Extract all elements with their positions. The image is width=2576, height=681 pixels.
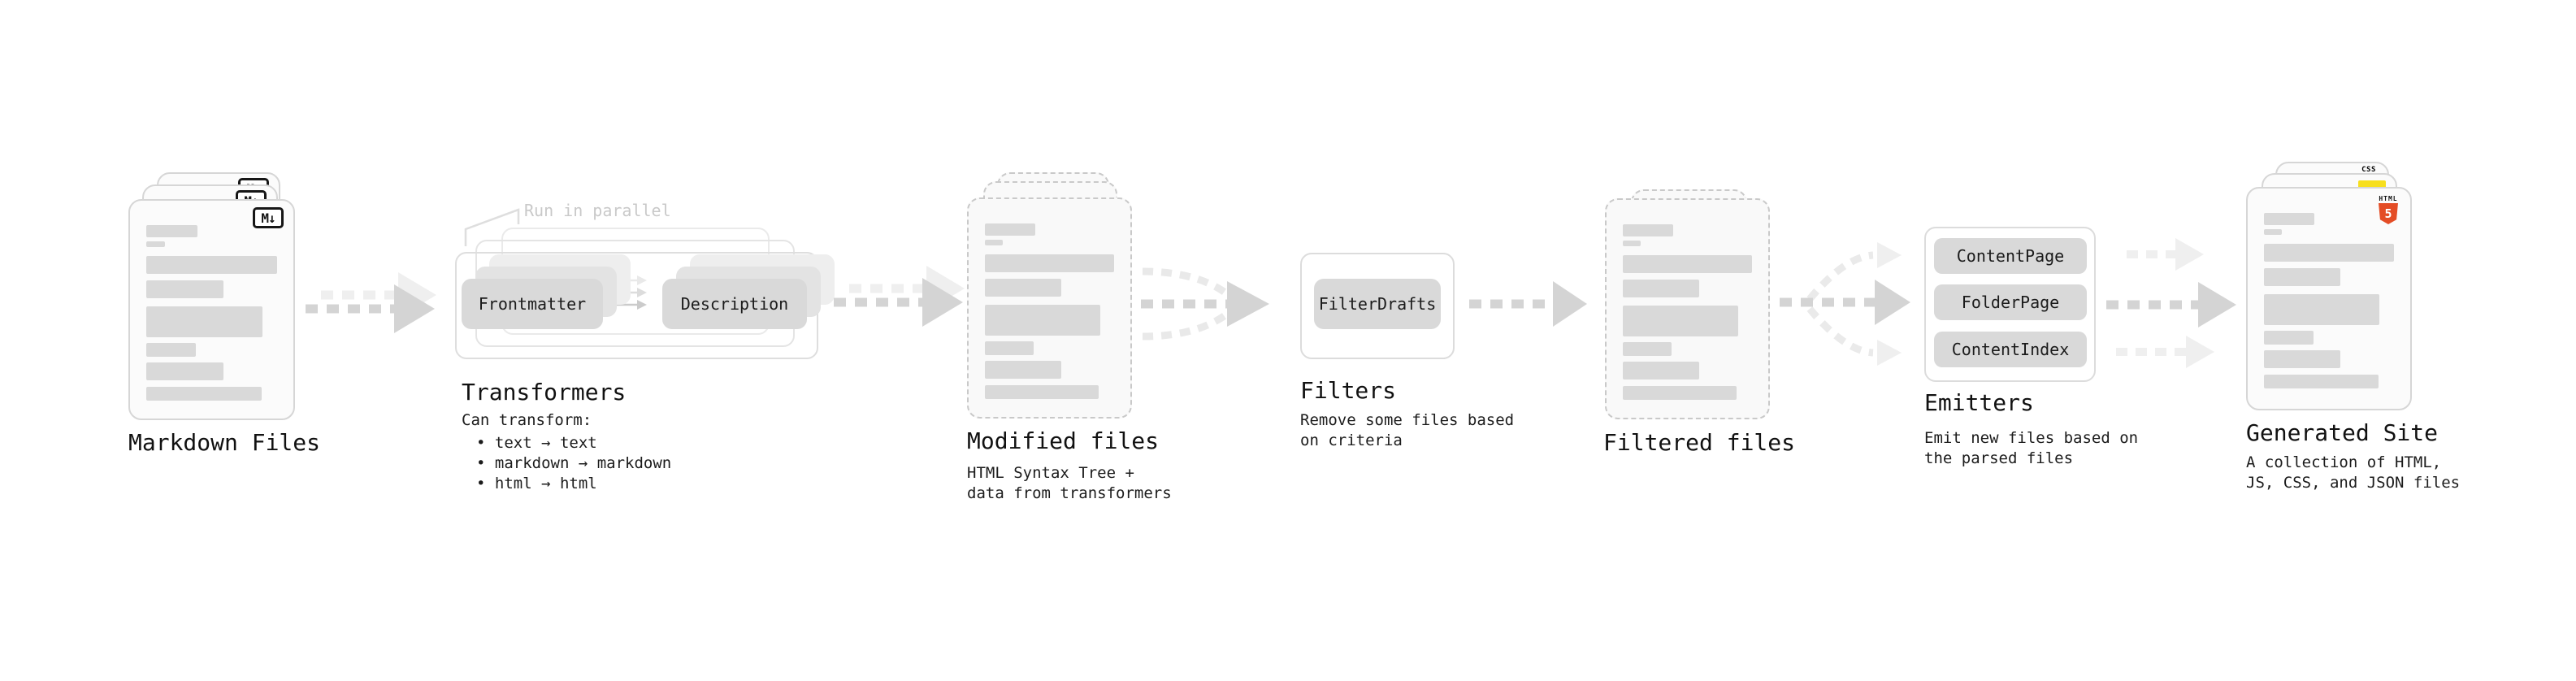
run-in-parallel-label: Run in parallel — [524, 201, 671, 220]
description-line: Can transform: — [462, 411, 592, 429]
placeholder-bar — [1623, 255, 1752, 273]
placeholder-bar — [2264, 294, 2380, 325]
file-card — [1605, 198, 1770, 419]
arrow-dark — [834, 278, 963, 327]
placeholder-bar — [2264, 331, 2314, 345]
placeholder-bar — [146, 280, 223, 298]
arrow-light — [2116, 336, 2214, 368]
arrow-head-light — [1877, 242, 1902, 268]
filter-pill-filterdrafts: FilterDrafts — [1314, 279, 1441, 329]
arrow-dark — [306, 284, 435, 333]
stage-description: Emit new files based on the parsed files — [1924, 428, 2138, 469]
description-line: on criteria — [1300, 432, 1403, 449]
description-line: Remove some files based — [1300, 411, 1515, 429]
flow-arrow-filters-to-filtered — [1469, 281, 1587, 327]
placeholder-bar — [1623, 241, 1641, 246]
description-line: A collection of HTML, — [2246, 453, 2442, 471]
flow-arrow-modified-to-filters — [1141, 267, 1269, 340]
css-icon-caption: CSS — [2361, 166, 2376, 174]
placeholder-bar — [1623, 306, 1738, 336]
placeholder-bar — [985, 361, 1061, 379]
arrow-head — [1227, 281, 1269, 327]
placeholder-bar — [985, 341, 1034, 355]
placeholder-bar — [2264, 229, 2283, 235]
html5-icon: HTML 5 — [2376, 195, 2400, 224]
file-card — [967, 197, 1132, 419]
placeholder-bar — [985, 305, 1100, 336]
placeholder-bar — [1623, 362, 1699, 380]
placeholder-bar — [2264, 375, 2379, 388]
placeholder-bar — [985, 223, 1035, 236]
description-line: JS, CSS, and JSON files — [2246, 474, 2461, 492]
transformer-pill-frontmatter: Frontmatter — [462, 279, 603, 329]
html5-number: 5 — [2384, 206, 2392, 221]
stage-title: Markdown Files — [128, 429, 321, 456]
placeholder-bar — [146, 256, 277, 274]
converge-curve-bottom — [1142, 304, 1238, 340]
placeholder-bar — [146, 387, 262, 401]
placeholder-bar — [1623, 280, 1699, 297]
file-card: HTML 5 — [2246, 187, 2412, 410]
arrow-head-light — [1877, 340, 1902, 366]
emitter-pill-contentindex: ContentIndex — [1934, 332, 2087, 367]
stage-title: Transformers — [462, 379, 627, 406]
flow-arrow-transformers-to-modified — [834, 266, 965, 327]
stage-title: Filtered files — [1603, 429, 1796, 456]
placeholder-bar — [1623, 342, 1672, 356]
fanout-curve-top — [1806, 251, 1874, 301]
placeholder-bar — [146, 225, 197, 237]
annotation-leader-line — [464, 208, 520, 246]
arrow-dark — [2106, 282, 2236, 327]
html5-icon-caption: HTML — [2379, 195, 2398, 202]
file-card: M↓ — [128, 199, 295, 420]
placeholder-bar — [1623, 386, 1737, 400]
stage-title: Modified files — [967, 427, 1160, 454]
placeholder-bar — [146, 241, 165, 247]
placeholder-bar — [985, 385, 1099, 399]
flow-arrow-filtered-to-emitters — [1780, 242, 1910, 366]
file-content-placeholder — [130, 201, 293, 401]
placeholder-bar — [985, 254, 1114, 272]
stage-description: HTML Syntax Tree + data from transformer… — [967, 463, 1172, 504]
description-line: • markdown → markdown — [476, 454, 672, 472]
placeholder-bar — [2264, 213, 2315, 225]
stage-title: Generated Site — [2246, 419, 2439, 446]
stage-title: Emitters — [1924, 389, 2034, 416]
fanout-curve-bottom — [1806, 306, 1874, 357]
placeholder-bar — [2264, 268, 2341, 286]
emitter-pill-contentpage: ContentPage — [1934, 238, 2087, 274]
placeholder-bar — [2264, 350, 2341, 368]
emitter-pill-folderpage: FolderPage — [1934, 284, 2087, 320]
html5-shield: 5 — [2379, 203, 2398, 224]
arrow-head — [1553, 281, 1587, 327]
placeholder-bar — [985, 240, 1004, 245]
file-content-placeholder — [2248, 189, 2410, 388]
description-line: HTML Syntax Tree + — [967, 464, 1134, 482]
stage-description: Can transform: • text → text • markdown … — [462, 410, 671, 494]
file-content-placeholder — [1607, 200, 1768, 400]
markdown-icon: M↓ — [253, 207, 284, 228]
description-line: • text → text — [476, 434, 597, 452]
converge-curve-top — [1142, 267, 1238, 304]
stage-description: A collection of HTML, JS, CSS, and JSON … — [2246, 453, 2460, 493]
placeholder-bar — [146, 306, 263, 337]
description-line: Emit new files based on — [1924, 429, 2139, 447]
file-content-placeholder — [969, 199, 1130, 399]
stage-title: Filters — [1300, 377, 1397, 404]
description-line: data from transformers — [967, 484, 1172, 502]
flow-arrows-emitters-to-site — [2106, 238, 2236, 368]
placeholder-bar — [985, 279, 1061, 297]
placeholder-bar — [146, 343, 197, 357]
description-line: • html → html — [476, 475, 597, 492]
placeholder-bar — [2264, 244, 2394, 262]
placeholder-bar — [146, 362, 223, 380]
arrow-head — [1875, 280, 1910, 325]
description-line: the parsed files — [1924, 449, 2074, 467]
arrow-light — [2127, 238, 2204, 271]
transformer-pill-description: Description — [662, 279, 807, 329]
stage-description: Remove some files based on criteria — [1300, 410, 1514, 451]
flow-arrow-markdown-to-transformers — [306, 272, 436, 333]
placeholder-bar — [1623, 224, 1673, 236]
